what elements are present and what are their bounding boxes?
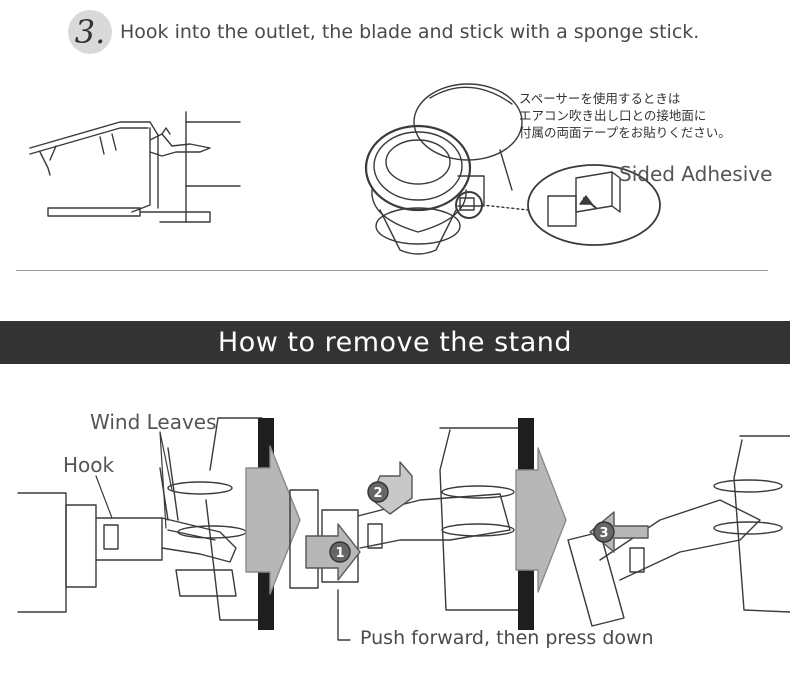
- adhesive-note-line: 付属の両面テープをお貼りください。: [519, 125, 731, 140]
- hook-label: Hook: [63, 453, 115, 477]
- step-marker-2: 2: [373, 486, 382, 501]
- adhesive-note-line: スペーサーを使用するときは: [519, 91, 681, 106]
- section-divider: [16, 270, 768, 271]
- push-instruction-label: Push forward, then press down: [360, 627, 654, 649]
- label-leaders: [95, 431, 173, 529]
- adhesive-note: スペーサーを使用するときは エアコン吹き出し口との接地面に 付属の両面テープをお…: [519, 90, 779, 141]
- cup-holder-illustration: [364, 83, 661, 255]
- adhesive-note-line: エアコン吹き出し口との接地面に: [519, 108, 707, 123]
- step-markers: 1 2 3: [335, 486, 608, 561]
- step-marker-3: 3: [599, 526, 608, 541]
- step-marker-1: 1: [335, 546, 344, 561]
- step-number-badge: 3.: [68, 10, 112, 54]
- section-banner: How to remove the stand: [0, 321, 790, 364]
- wind-leaves-label: Wind Leaves: [90, 410, 217, 434]
- removal-sequence-illustration: [17, 417, 790, 641]
- vent-hook-illustration: [29, 111, 241, 223]
- step-header: 3. Hook into the outlet, the blade and s…: [68, 10, 699, 54]
- sided-adhesive-label: Sided Adhesive: [619, 162, 773, 186]
- step-instruction: Hook into the outlet, the blade and stic…: [120, 21, 700, 43]
- section-title: How to remove the stand: [217, 327, 573, 358]
